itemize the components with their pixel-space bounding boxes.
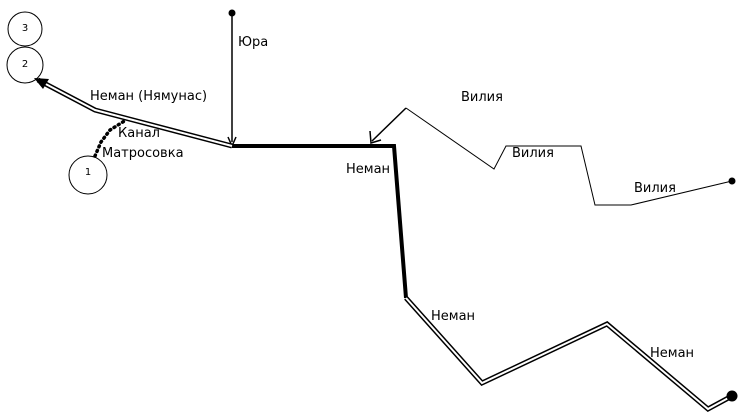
- canal-matrosovka: [93, 118, 128, 158]
- label-viliya-2: Вилия: [512, 146, 554, 161]
- viliya-source-dot: [728, 177, 736, 185]
- neman-west: [34, 77, 233, 149]
- label-neman-2: Неман: [431, 309, 475, 324]
- label-yura: Юра: [238, 35, 268, 50]
- label-matrosovka: Матросовка: [102, 146, 184, 161]
- label-neman-nyamunas: Неман (Нямунас): [90, 89, 207, 104]
- node-1-label: 1: [85, 167, 91, 178]
- label-neman-1: Неман: [346, 162, 390, 177]
- node-1: 1: [68, 155, 108, 195]
- node-2: 2: [6, 46, 44, 84]
- label-viliya-1: Вилия: [461, 90, 503, 105]
- neman-source-dot: [726, 390, 738, 402]
- node-3-label: 3: [22, 23, 28, 34]
- label-canal: Канал: [118, 126, 160, 141]
- neman-upper-thick: [232, 144, 408, 299]
- label-neman-3: Неман: [650, 346, 694, 361]
- node-2-label: 2: [22, 59, 28, 70]
- yura-river: [227, 9, 237, 148]
- yura-source-dot: [228, 9, 236, 17]
- neman-lower-course: [404, 296, 738, 413]
- neman-west-arrow-icon: [34, 78, 49, 89]
- viliya-river: [369, 107, 736, 206]
- node-3: 3: [7, 11, 43, 47]
- label-viliya-3: Вилия: [634, 181, 676, 196]
- viliya-arrow-icon: [369, 130, 382, 144]
